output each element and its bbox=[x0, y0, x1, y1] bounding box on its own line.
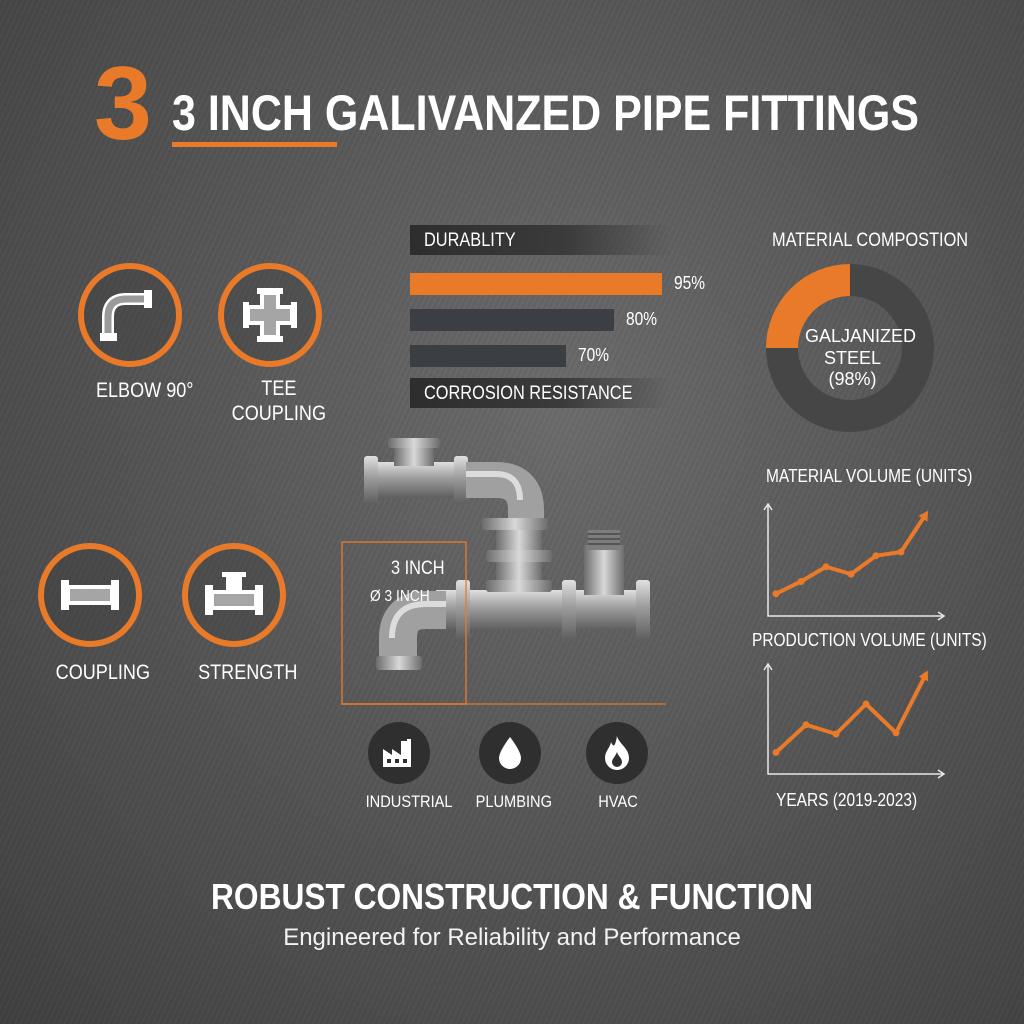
axis-arrow-0 bbox=[763, 502, 773, 511]
pipe-diameter-label: Ø 3 INCH bbox=[370, 588, 430, 605]
durability-band: DURABLITY bbox=[410, 225, 670, 255]
elbow-fitting-badge bbox=[78, 263, 182, 367]
donut-title: MATERIAL COMPOSTION bbox=[772, 230, 969, 251]
pipe-size-label: 3 INCH bbox=[391, 558, 445, 579]
bar-2 bbox=[410, 345, 566, 367]
page-title: 3 INCH GALIVANZED PIPE FITTINGS bbox=[172, 85, 919, 141]
industrial-badge bbox=[368, 722, 430, 784]
series-point-5 bbox=[897, 548, 905, 556]
fitting-label-strength: STRENGTH bbox=[198, 661, 298, 684]
tee-fitting-badge bbox=[182, 543, 286, 647]
plumbing-badge bbox=[479, 722, 541, 784]
series-arrowhead bbox=[918, 670, 929, 682]
fitting-label-coupling: COUPLING bbox=[55, 661, 151, 684]
chart-axes bbox=[767, 504, 944, 617]
series-point-1 bbox=[797, 577, 805, 585]
donut-chart bbox=[766, 264, 934, 432]
cross-coupling-badge bbox=[218, 263, 322, 367]
title-number: 3 bbox=[94, 46, 152, 162]
durability-label: DURABLITY bbox=[424, 230, 516, 251]
cross-coupling-icon bbox=[243, 288, 297, 342]
series-point-1 bbox=[802, 721, 810, 729]
axis-arrow-1 bbox=[937, 769, 946, 779]
donut-slice-1 bbox=[766, 264, 934, 432]
bar-value-label-0: 95% bbox=[674, 273, 705, 293]
coupling-badge bbox=[38, 543, 142, 647]
series-point-4 bbox=[872, 552, 880, 560]
years-axis-label: YEARS (2019-2023) bbox=[776, 790, 918, 810]
material-volume-title: MATERIAL VOLUME (UNITS) bbox=[766, 466, 973, 486]
fitting-label-elbow: ELBOW 90° bbox=[95, 379, 194, 402]
bar-0 bbox=[410, 273, 662, 295]
donut-center-label: GALJANIZED STEEL (98%) bbox=[805, 326, 917, 390]
corrosion-label: CORROSION RESISTANCE bbox=[424, 383, 633, 404]
series-point-2 bbox=[822, 563, 830, 571]
coupling-icon bbox=[61, 580, 119, 610]
series-point-3 bbox=[862, 700, 870, 708]
industry-label-industrial: INDUSTRIAL bbox=[365, 792, 453, 811]
corrosion-band: CORROSION RESISTANCE bbox=[410, 378, 670, 408]
tee-icon bbox=[205, 572, 263, 615]
series-point-2 bbox=[832, 730, 840, 738]
series-point-4 bbox=[892, 729, 900, 737]
footer-title: ROBUST CONSTRUCTION & FUNCTION bbox=[211, 876, 813, 917]
production-volume-title: PRODUCTION VOLUME (UNITS) bbox=[752, 630, 987, 650]
industry-label-hvac: HVAC bbox=[598, 792, 638, 811]
factory-icon bbox=[383, 739, 411, 767]
donut-slice-0 bbox=[766, 264, 850, 348]
series-arrowhead bbox=[918, 510, 929, 522]
series-point-0 bbox=[772, 590, 780, 598]
flame-icon bbox=[605, 736, 629, 770]
industry-label-plumbing: PLUMBING bbox=[475, 792, 552, 811]
pipe-assembly-illustration bbox=[341, 438, 666, 705]
fitting-label-tee: TEE COUPLING bbox=[231, 377, 327, 426]
hvac-badge bbox=[586, 722, 648, 784]
series-line bbox=[774, 673, 928, 754]
production-volume-chart bbox=[763, 662, 946, 779]
water-drop-icon bbox=[499, 737, 521, 769]
chart-axes bbox=[767, 664, 944, 775]
footer-subtitle: Engineered for Reliability and Performan… bbox=[283, 924, 741, 951]
series-point-3 bbox=[847, 570, 855, 578]
axis-arrow-1 bbox=[937, 611, 946, 621]
axis-arrow-0 bbox=[763, 662, 773, 671]
series-point-0 bbox=[772, 748, 780, 756]
bar-value-label-2: 70% bbox=[578, 345, 609, 365]
elbow-icon bbox=[100, 290, 152, 341]
title-underline bbox=[172, 142, 337, 147]
bar-1 bbox=[410, 309, 614, 331]
bar-value-label-1: 80% bbox=[626, 309, 657, 329]
material-volume-chart bbox=[763, 502, 946, 621]
